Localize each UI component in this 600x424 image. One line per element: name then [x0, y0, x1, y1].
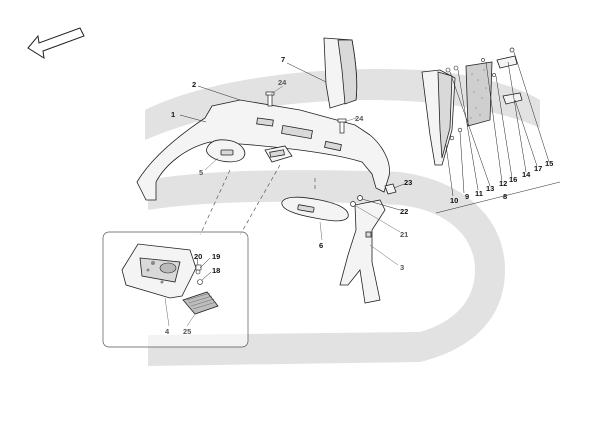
callout-20: 20 [194, 252, 202, 261]
callout-16: 16 [509, 175, 517, 184]
callout-1: 1 [171, 110, 175, 119]
callout-4: 4 [165, 327, 170, 336]
callout-19: 19 [212, 252, 220, 261]
rear-view-mirror [206, 139, 246, 163]
callout-12: 12 [499, 179, 507, 188]
leader-lines [164, 51, 550, 327]
callout-7: 7 [281, 55, 285, 64]
callout-17: 17 [534, 164, 542, 173]
roof-console [264, 145, 293, 163]
callout-8: 8 [503, 192, 507, 201]
front-direction-arrow [27, 27, 85, 59]
callout-6: 6 [319, 241, 323, 250]
callout-25: 25 [183, 327, 191, 336]
headliner-panel [136, 99, 390, 201]
fastener-22 [350, 195, 363, 207]
callout-3: 3 [400, 263, 404, 272]
rear-trim-assembly [421, 47, 523, 166]
callout-9: 9 [465, 192, 469, 201]
callout-2: 2 [192, 80, 196, 89]
callout-24-right: 24 [355, 114, 364, 123]
detail-inset [102, 231, 249, 348]
callout-5: 5 [199, 168, 203, 177]
callout-24-left: 24 [278, 78, 287, 87]
callout-14: 14 [522, 170, 531, 179]
pillar-trim-lower [339, 199, 386, 304]
callout-15: 15 [545, 159, 553, 168]
callout-11: 11 [475, 189, 483, 198]
callout-labels: 1 2 3 4 5 6 7 8 9 10 11 12 13 14 15 16 1… [165, 55, 553, 336]
screw-24-left [265, 91, 275, 107]
pillar-trim-upper [323, 37, 358, 109]
callout-22: 22 [400, 207, 408, 216]
callout-13: 13 [486, 184, 494, 193]
callout-23: 23 [404, 178, 412, 187]
sun-visor [281, 196, 349, 222]
callout-18: 18 [212, 266, 220, 275]
callout-21: 21 [400, 230, 408, 239]
callout-10: 10 [450, 196, 458, 205]
clip-23 [384, 183, 397, 195]
screw-24-right [337, 118, 347, 134]
